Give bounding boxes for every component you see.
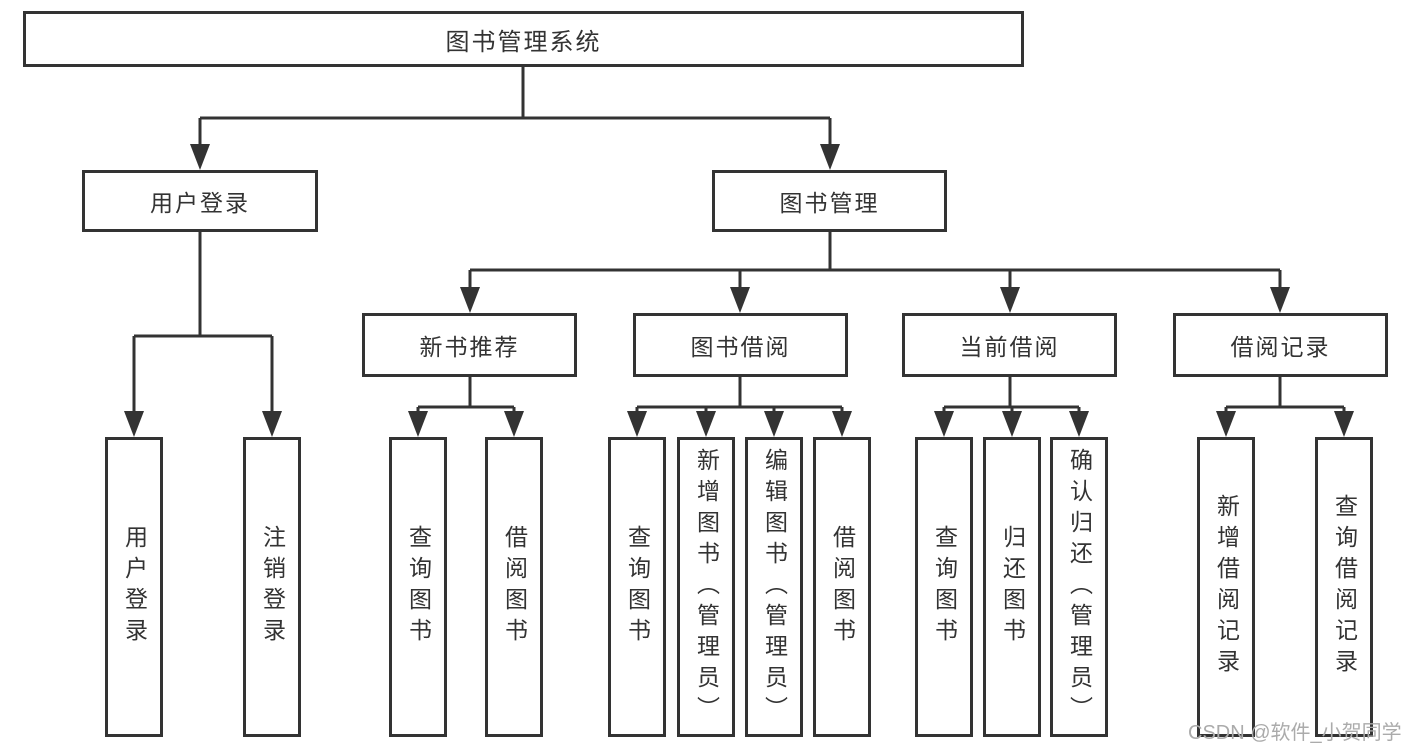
leaf-bb-borrow-books: 借阅图书 <box>813 437 871 737</box>
leaf-logout: 注销登录 <box>243 437 301 737</box>
node-root-system: 图书管理系统 <box>23 11 1024 67</box>
leaf-label: 新增借阅记录 <box>1213 494 1240 680</box>
node-new-book-recommend: 新书推荐 <box>362 313 577 377</box>
leaf-label: 新增图书（管理员） <box>693 447 720 727</box>
leaf-label: 查询图书 <box>931 525 958 649</box>
leaf-br-add-record: 新增借阅记录 <box>1197 437 1255 737</box>
node-book-borrowing: 图书借阅 <box>633 313 848 377</box>
leaf-label: 借阅图书 <box>501 525 528 649</box>
node-book-management: 图书管理 <box>712 170 947 232</box>
leaf-br-query-record: 查询借阅记录 <box>1315 437 1373 737</box>
node-current-borrowing: 当前借阅 <box>902 313 1117 377</box>
leaf-bb-add-books-admin: 新增图书（管理员） <box>677 437 735 737</box>
leaf-label: 借阅图书 <box>829 525 856 649</box>
leaf-label: 用户登录 <box>121 525 148 649</box>
leaf-label: 确认归还（管理员） <box>1066 447 1093 727</box>
leaf-label: 注销登录 <box>259 525 286 649</box>
leaf-label: 编辑图书（管理员） <box>761 447 788 727</box>
leaf-bb-edit-books-admin: 编辑图书（管理员） <box>745 437 803 737</box>
leaf-label: 归还图书 <box>999 525 1026 649</box>
csdn-watermark: CSDN @软件_小贺同学 <box>1188 722 1402 744</box>
leaf-rec-query-books: 查询图书 <box>389 437 447 737</box>
leaf-label: 查询图书 <box>624 525 651 649</box>
leaf-cb-query-books: 查询图书 <box>915 437 973 737</box>
leaf-rec-borrow-books: 借阅图书 <box>485 437 543 737</box>
leaf-label: 查询借阅记录 <box>1331 494 1358 680</box>
leaf-cb-confirm-return-admin: 确认归还（管理员） <box>1050 437 1108 737</box>
leaf-bb-query-books: 查询图书 <box>608 437 666 737</box>
leaf-user-login: 用户登录 <box>105 437 163 737</box>
node-borrow-records: 借阅记录 <box>1173 313 1388 377</box>
node-user-login-branch: 用户登录 <box>82 170 318 232</box>
leaf-cb-return-books: 归还图书 <box>983 437 1041 737</box>
leaf-label: 查询图书 <box>405 525 432 649</box>
